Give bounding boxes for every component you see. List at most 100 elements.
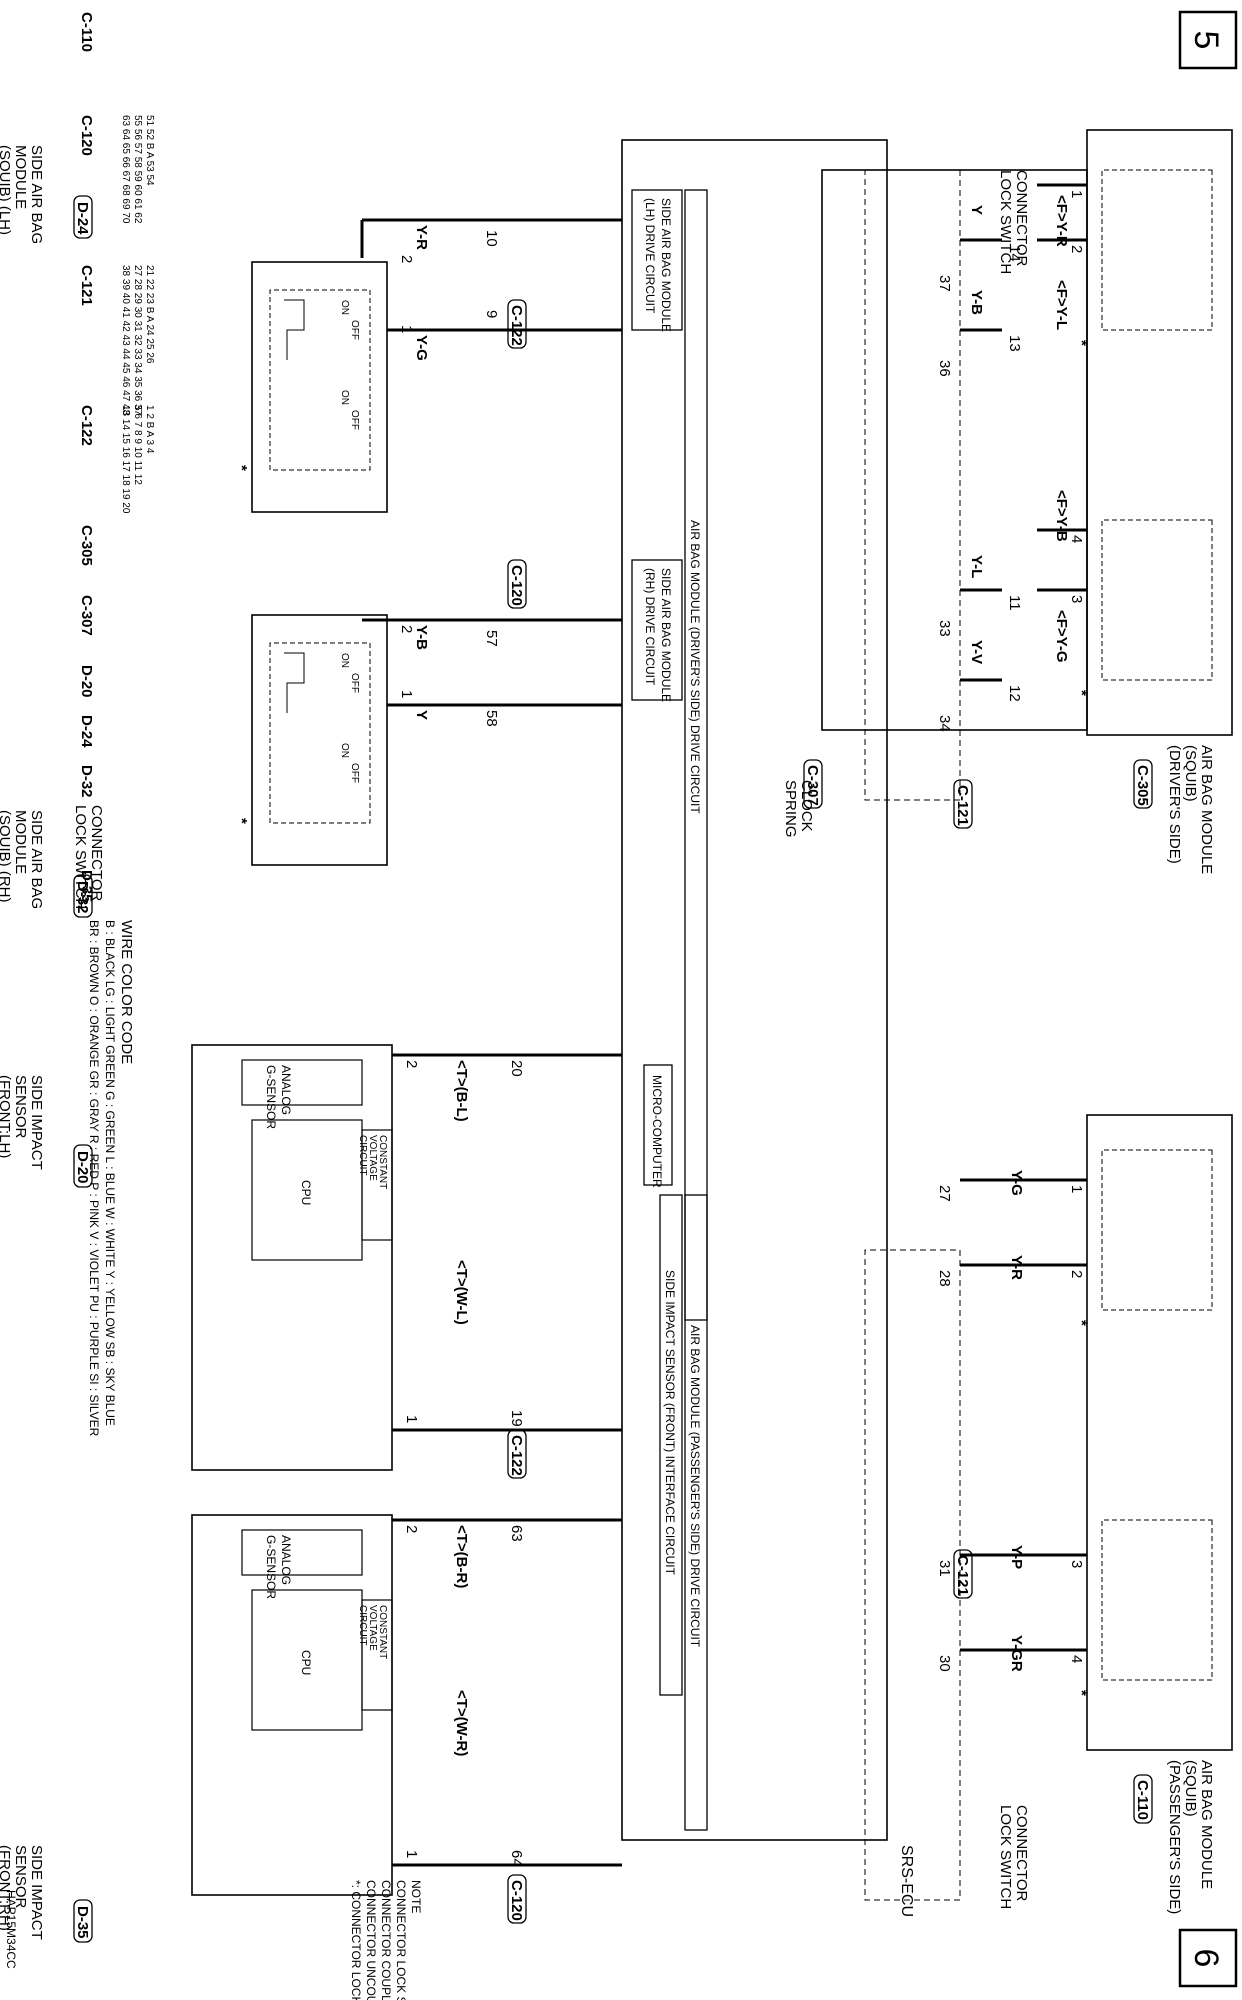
svg-text:*: * bbox=[1073, 690, 1090, 696]
svg-text:CPU: CPU bbox=[299, 1650, 313, 1675]
svg-text:2: 2 bbox=[403, 1060, 420, 1068]
svg-text:20: 20 bbox=[508, 1060, 525, 1077]
svg-text:<F>Y-L: <F>Y-L bbox=[1053, 280, 1070, 330]
side-airbag-lh-label-2: MODULE bbox=[12, 145, 29, 209]
conn-view-c307: C-307 bbox=[78, 595, 95, 636]
d24-badge bbox=[73, 195, 93, 239]
svg-text:2: 2 bbox=[1068, 1270, 1085, 1278]
svg-text:CONSTANT: CONSTANT bbox=[377, 1605, 388, 1659]
svg-text:1 2 B A 3 4: 1 2 B A 3 4 bbox=[144, 405, 155, 454]
c307-badge bbox=[803, 759, 823, 809]
svg-text:VOLTAGE: VOLTAGE bbox=[367, 1605, 378, 1651]
note-line-3: CONNECTOR UNCOUPLED: OFF bbox=[364, 1880, 378, 2000]
wire-rh-color-1: Y-B bbox=[413, 625, 430, 650]
clock-spring-label-2: SPRING bbox=[782, 780, 799, 838]
svg-text:28: 28 bbox=[936, 1270, 953, 1287]
side-airbag-rh-star: * bbox=[233, 818, 250, 824]
d35-badge bbox=[73, 1899, 93, 1943]
c122-badge-lh bbox=[507, 299, 527, 349]
rh-drive-label-1: SIDE AIR BAG MODULE bbox=[659, 568, 673, 702]
svg-text:38 39 40 41 42 43 44 45 46 47: 38 39 40 41 42 43 44 45 46 47 48 bbox=[120, 265, 131, 416]
svg-text:2: 2 bbox=[1068, 245, 1085, 253]
svg-text:C-120: C-120 bbox=[508, 565, 525, 606]
pin-rh-ecu-2: 58 bbox=[483, 710, 500, 727]
svg-text:C-120: C-120 bbox=[508, 1880, 525, 1921]
wire-sensor-lh-color-2: <T>(W-L) bbox=[453, 1260, 470, 1325]
d32-badge-text: D-32 bbox=[74, 881, 91, 914]
cs-ecu-lock-switch-pass bbox=[864, 1249, 961, 1901]
svg-text:Y-L: Y-L bbox=[968, 555, 985, 578]
svg-text:51 52 B A 53 54: 51 52 B A 53 54 bbox=[144, 115, 155, 186]
d35-badge-text: D-35 bbox=[74, 1906, 91, 1939]
driver-module-switch-1 bbox=[1101, 169, 1213, 331]
clock-spring-box bbox=[821, 169, 1088, 731]
note-title: NOTE bbox=[409, 1880, 423, 1913]
svg-text:Y: Y bbox=[968, 205, 985, 215]
svg-text:C-110: C-110 bbox=[1134, 1780, 1151, 1820]
wire-sensor-lh-color-1: <T>(B-L) bbox=[453, 1060, 470, 1122]
passenger-module-box bbox=[1086, 1114, 1233, 1751]
d32-badge bbox=[73, 874, 93, 918]
svg-text:CPU: CPU bbox=[299, 1180, 313, 1205]
svg-text:27: 27 bbox=[936, 1185, 953, 1202]
svg-text:ON: ON bbox=[339, 653, 350, 668]
sensor-lh-label-2: SENSOR bbox=[12, 1075, 29, 1139]
svg-text:1: 1 bbox=[1068, 1185, 1085, 1193]
svg-text:OFF: OFF bbox=[349, 410, 360, 430]
side-airbag-lh-label-3: (SQUIB) (LH) bbox=[0, 145, 13, 235]
svg-text:VOLTAGE: VOLTAGE bbox=[367, 1135, 378, 1181]
svg-text:1: 1 bbox=[403, 1850, 420, 1858]
svg-text:3: 3 bbox=[1068, 595, 1085, 603]
sensor-lh-cv-box bbox=[361, 1129, 393, 1241]
svg-text:21 22 23 B A 24 25 26: 21 22 23 B A 24 25 26 bbox=[144, 265, 155, 364]
driver-module-label-2: (SQUIB) bbox=[1182, 745, 1199, 802]
c305-badge bbox=[1133, 759, 1153, 809]
sensor-rh-label-2: SENSOR bbox=[12, 1845, 29, 1909]
passenger-module-switch-1 bbox=[1101, 1149, 1213, 1311]
svg-text:63: 63 bbox=[508, 1525, 525, 1542]
conn-view-c110: C-110 bbox=[78, 12, 95, 52]
svg-text:ON: ON bbox=[339, 743, 350, 758]
passenger-module-label-2: (SQUIB) bbox=[1182, 1760, 1199, 1817]
pin-rh-mod-1: 2 bbox=[398, 625, 415, 633]
sensor-rh-label-1: SIDE IMPACT bbox=[28, 1845, 45, 1940]
svg-text:*: * bbox=[1073, 1320, 1090, 1326]
svg-text:Y-B: Y-B bbox=[968, 290, 985, 315]
svg-text:1: 1 bbox=[403, 1415, 420, 1423]
clock-spring-label-1: CLOCK bbox=[798, 780, 815, 832]
conn-view-c120: C-120 bbox=[78, 115, 95, 156]
svg-text:OFF: OFF bbox=[349, 673, 360, 693]
driver-drive-circuit-label: AIR BAG MODULE (DRIVER'S SIDE) DRIVE CIR… bbox=[688, 520, 702, 814]
side-airbag-lh-box bbox=[251, 261, 388, 513]
svg-text:27 28 29 30 31 32 33 34 35 36: 27 28 29 30 31 32 33 34 35 36 37 bbox=[132, 265, 143, 416]
svg-text:19: 19 bbox=[508, 1410, 525, 1427]
svg-text:4: 4 bbox=[1068, 535, 1085, 543]
svg-text:CIRCUIT: CIRCUIT bbox=[357, 1605, 368, 1646]
svg-text:ANALOG: ANALOG bbox=[279, 1065, 293, 1115]
svg-text:C-307: C-307 bbox=[804, 765, 821, 806]
svg-text:11: 11 bbox=[1006, 595, 1023, 611]
lock-switch-label-pass-1: CONNECTOR bbox=[1013, 1805, 1030, 1902]
note-line-1: CONNECTOR LOCK SWITCH bbox=[394, 1880, 408, 2000]
svg-text:<F>Y-G: <F>Y-G bbox=[1053, 610, 1070, 663]
page-number-box-right bbox=[1178, 1928, 1238, 1988]
conn-view-d24: D-24 bbox=[78, 715, 95, 748]
lock-switch-label-lh-1: CONNECTOR bbox=[1013, 170, 1030, 267]
svg-text:<F>Y-R: <F>Y-R bbox=[1053, 195, 1070, 247]
lh-drive-circuit-box bbox=[631, 189, 683, 331]
svg-text:C-121: C-121 bbox=[954, 1555, 971, 1596]
c120-badge-sensor bbox=[507, 1874, 527, 1924]
conn-view-d20: D-20 bbox=[78, 665, 95, 698]
svg-text:C-305: C-305 bbox=[1134, 765, 1151, 806]
sensor-lh-box bbox=[191, 1044, 393, 1471]
side-airbag-rh-label-3: (SQUIB) (RH) bbox=[0, 810, 13, 903]
cs-ecu-lock-switch-drv bbox=[864, 169, 961, 801]
lock-switch-label-pass-2: LOCK SWITCH bbox=[997, 1805, 1014, 1909]
svg-text:34: 34 bbox=[936, 715, 953, 732]
driver-module-box bbox=[1086, 129, 1233, 736]
side-airbag-rh-lock-switch bbox=[269, 642, 371, 824]
d24-badge-text: D-24 bbox=[74, 202, 91, 235]
svg-text:Y-P: Y-P bbox=[1008, 1545, 1025, 1569]
driver-drive-circuit-box bbox=[684, 189, 708, 1321]
